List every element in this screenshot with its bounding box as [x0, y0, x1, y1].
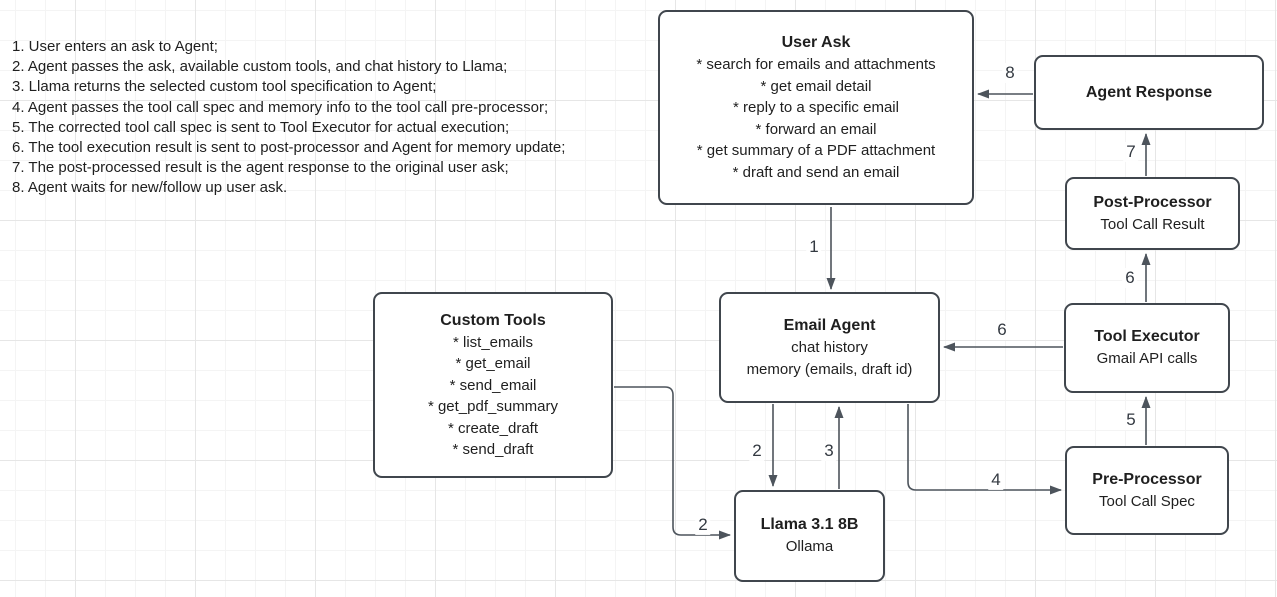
- edge-label-step2-from-agent: 2: [749, 441, 765, 461]
- node-title: Post-Processor: [1093, 193, 1212, 211]
- flow-step-note: 2. Agent passes the ask, available custo…: [12, 58, 508, 76]
- user-ask-item: * draft and send an email: [732, 163, 900, 181]
- flow-step-note: 3. Llama returns the selected custom too…: [12, 78, 437, 96]
- node-title: Llama 3.1 8B: [760, 516, 859, 534]
- edge-label-step1: 1: [806, 237, 822, 257]
- custom-tool-item: * get_email: [455, 355, 531, 372]
- node-subtitle: Gmail API calls: [1096, 350, 1198, 368]
- arrow-step2-customtools-to-llama: [614, 386, 731, 540]
- edge-label-step4: 4: [988, 470, 1004, 490]
- user-ask-item: * get email detail: [760, 77, 872, 95]
- user-ask-item: * get summary of a PDF attachment: [696, 142, 936, 159]
- user-ask-item: * reply to a specific email: [733, 99, 899, 116]
- node-subtitle: Tool Call Result: [1100, 215, 1205, 233]
- node-post-processor: Post-Processor Tool Call Result: [1065, 177, 1240, 250]
- node-user-ask: User Ask * search for emails and attachm…: [658, 10, 974, 205]
- flow-step-note: 4. Agent passes the tool call spec and m…: [12, 98, 549, 116]
- email-agent-line: memory (emails, draft id): [746, 360, 913, 378]
- node-subtitle: Ollama: [785, 538, 834, 556]
- edge-label-step6-to-agent: 6: [994, 320, 1010, 340]
- edge-label-step3: 3: [821, 441, 837, 461]
- edge-label-step6-to-post: 6: [1122, 268, 1138, 288]
- node-title: Pre-Processor: [1092, 470, 1202, 488]
- user-ask-item: * forward an email: [755, 120, 877, 138]
- node-title: Tool Executor: [1094, 328, 1200, 346]
- node-custom-tools: Custom Tools * list_emails * get_email *…: [373, 292, 613, 478]
- node-title: Email Agent: [783, 317, 876, 334]
- user-ask-item: * search for emails and attachments: [696, 56, 936, 73]
- arrow-step4-emailagent-to-preprocessor: [907, 404, 1062, 495]
- node-agent-response: Agent Response: [1034, 55, 1264, 130]
- flow-steps-legend: 1. User enters an ask to Agent; 2. Agent…: [12, 37, 565, 199]
- flow-step-note: 6. The tool execution result is sent to …: [12, 139, 566, 157]
- node-title: Agent Response: [1085, 83, 1213, 101]
- custom-tool-item: * get_pdf_summary: [427, 398, 559, 415]
- flow-step-note: 5. The corrected tool call spec is sent …: [12, 118, 510, 136]
- edge-label-step5: 5: [1123, 410, 1139, 430]
- edge-label-step8: 8: [1002, 63, 1018, 83]
- email-agent-line: chat history: [791, 339, 868, 356]
- node-title: User Ask: [781, 34, 851, 51]
- edge-label-step2-from-tools: 2: [695, 515, 711, 535]
- edge-label-step7: 7: [1123, 142, 1139, 162]
- custom-tool-item: * list_emails: [452, 333, 534, 351]
- node-email-agent: Email Agent chat history memory (emails,…: [719, 292, 940, 403]
- node-pre-processor: Pre-Processor Tool Call Spec: [1065, 446, 1229, 535]
- flow-step-note: 8. Agent waits for new/follow up user as…: [12, 179, 288, 197]
- node-llama: Llama 3.1 8B Ollama: [734, 490, 885, 582]
- flow-step-note: 1. User enters an ask to Agent;: [12, 38, 218, 55]
- custom-tool-item: * send_draft: [452, 441, 534, 458]
- node-tool-executor: Tool Executor Gmail API calls: [1064, 303, 1230, 393]
- node-subtitle: Tool Call Spec: [1099, 492, 1195, 510]
- custom-tool-item: * create_draft: [447, 419, 539, 437]
- custom-tool-item: * send_email: [449, 376, 537, 394]
- node-title: Custom Tools: [440, 311, 546, 329]
- flow-step-note: 7. The post-processed result is the agen…: [12, 159, 509, 177]
